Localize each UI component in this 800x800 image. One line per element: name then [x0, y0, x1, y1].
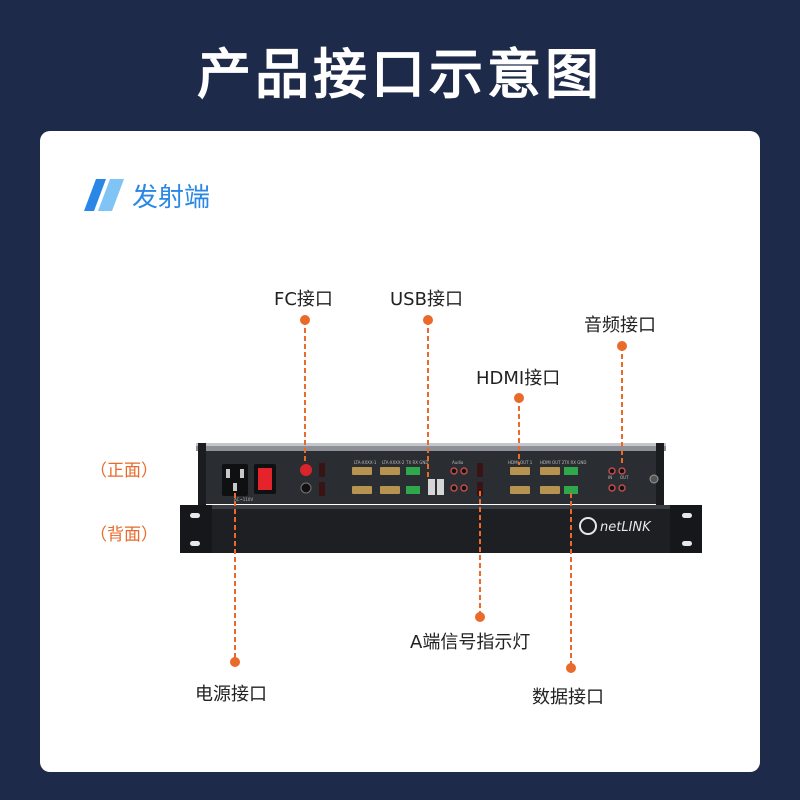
callout-hdmi-interface: HDMI接口 [476, 368, 561, 389]
hdmi-out-1-label: HDMI OUT 1 [508, 460, 533, 465]
data-terminal-2 [564, 486, 578, 494]
audio-out-label: OUT [620, 475, 629, 480]
back-unit: netLINK [180, 505, 702, 553]
data-terminal-1 [564, 467, 578, 475]
callout-power-interface: 电源接口 [195, 684, 267, 705]
callout-signal-indicator: A端信号指示灯 [410, 632, 531, 653]
front-label: （正面） [90, 461, 158, 481]
rs-terminal-1 [406, 467, 420, 475]
callout-usb-interface: USB接口 [390, 289, 463, 310]
section-title: 发射端 [132, 183, 211, 213]
hdmi-out-port-3 [510, 486, 530, 494]
power-socket-icon [222, 464, 248, 496]
audio-label-1: Audio [452, 460, 464, 465]
fc-marker-dot [300, 315, 310, 325]
audio-marker-dot [617, 341, 627, 351]
front-unit: AC~110V LTA-XXXX-1 LTA-XXXX-2 TX RX GND … [196, 443, 666, 505]
audio-in-label: IN [608, 475, 612, 480]
callout-fc-interface: FC接口 [274, 289, 333, 310]
callout-data-interface: 数据接口 [532, 687, 604, 708]
usb-port-2 [437, 479, 444, 495]
hdmi-in-port-3 [352, 486, 372, 494]
power-marker-dot [230, 657, 240, 667]
hdmi-out-port-2 [540, 467, 560, 475]
back-label: （背面） [90, 525, 158, 545]
hdmi-in-port-2 [380, 467, 400, 475]
brand-name: netLINK [600, 520, 652, 535]
hdmi-in-2-label: LTA-XXXX-2 [382, 460, 405, 465]
rs-terminal-2 [406, 486, 420, 494]
hdmi-in-port-4 [380, 486, 400, 494]
hdmi-out-port-4 [540, 486, 560, 494]
callout-audio-interface: 音频接口 [584, 315, 656, 336]
rs-label-2: TX RX GND [563, 460, 586, 465]
ground-screw-icon [649, 474, 659, 484]
hdmi-out-port-1 [510, 467, 530, 475]
hdmi-marker-dot [514, 393, 524, 403]
power-port-label: AC~110V [234, 497, 253, 502]
data-marker-dot [566, 663, 576, 673]
usb-port-1 [428, 479, 435, 495]
signal-led-1 [477, 463, 483, 477]
section-bars-icon [84, 179, 124, 211]
device-illustration: netLINK AC~110V [180, 315, 702, 673]
hdmi-in-port-1 [352, 467, 372, 475]
usb-marker-dot [423, 315, 433, 325]
power-switch-icon [254, 464, 276, 494]
hdmi-out-2-label: HDMI OUT 2 [540, 460, 565, 465]
rs-label-1: TX RX GND [405, 460, 428, 465]
diagram-card: 发射端 FC接口 USB接口 音频接口 HDMI接口 A端信号指示灯 电源接口 … [40, 131, 760, 772]
signal-marker-dot [475, 612, 485, 622]
page-title: 产品接口示意图 [197, 43, 603, 106]
hdmi-in-1-label: LTA-XXXX-1 [354, 460, 377, 465]
fc-port-icon [300, 464, 312, 476]
brand-logo-icon [579, 517, 597, 535]
signal-led-2 [477, 482, 483, 496]
